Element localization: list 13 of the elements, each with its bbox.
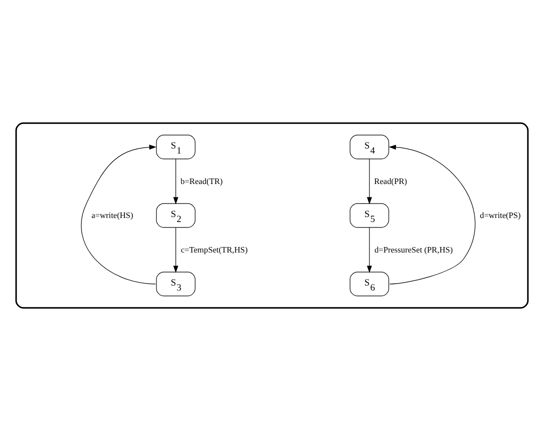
- edge-label: Read(PR): [374, 176, 408, 186]
- arrow: [173, 226, 178, 272]
- edge-label: d=write(PS): [480, 210, 521, 220]
- edge-label: b=Read(TR): [180, 176, 223, 186]
- edge-label: c=TempSet(TR,HS): [180, 244, 248, 254]
- arrow: [366, 226, 372, 272]
- arrow: [366, 158, 372, 204]
- arrow: [173, 158, 178, 204]
- cluster: [15, 122, 529, 308]
- arrow: [80, 144, 156, 284]
- edge-label: a=write(HS): [91, 210, 134, 220]
- arrow: [388, 144, 476, 284]
- edge-label: d=PressureSet (PR,HS): [374, 244, 453, 254]
